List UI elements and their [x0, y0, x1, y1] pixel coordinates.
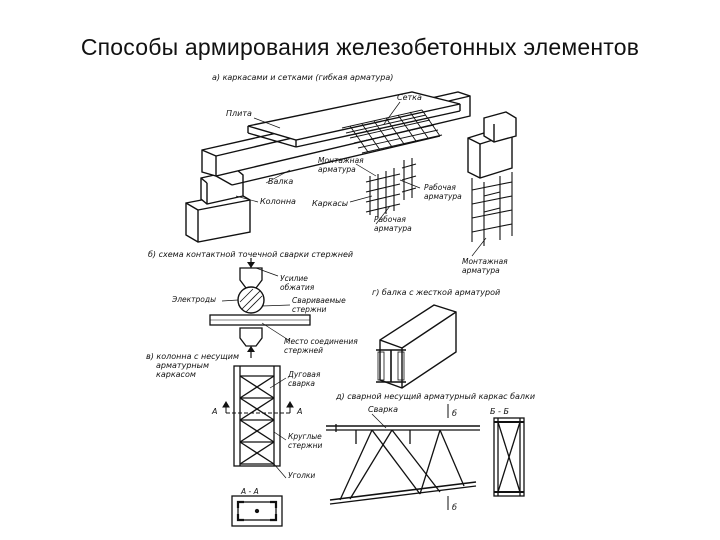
label-section-a-left: А	[211, 407, 217, 416]
beam-cages	[365, 158, 417, 218]
upper-electrode	[239, 258, 263, 289]
panel-b-caption: б) схема контактной точечной сварки стер…	[148, 250, 353, 259]
longitudinal-bar	[209, 314, 311, 326]
label-section-b-b: Б - Б	[490, 407, 509, 416]
label-svarivaemye-1: Свариваемые	[292, 296, 346, 305]
label-elektrody: Электроды	[171, 295, 216, 304]
panel-a-leaders	[235, 101, 487, 257]
slab	[247, 91, 461, 148]
label-montazhnaya-r2: арматура	[462, 266, 500, 275]
section-b-b	[493, 417, 525, 497]
panel-v-leaders	[269, 377, 287, 479]
panel-a-caption: а) каркасами и сетками (гибкая арматура)	[212, 73, 393, 82]
section-arrows	[222, 401, 294, 413]
lower-electrode	[239, 327, 263, 358]
label-mesto-2: стержней	[284, 346, 323, 355]
label-kruglye-1: Круглые	[288, 432, 322, 441]
label-setka: Сетка	[397, 93, 422, 102]
panel-v: в) колонна с несущим арматурным каркасом	[146, 352, 323, 527]
label-usilie-1: Усилие	[280, 274, 308, 283]
label-plita: Плита	[226, 109, 252, 118]
panel-g: г) балка с жесткой арматурой	[372, 288, 500, 389]
label-montazhnaya-r1: Монтажная	[462, 257, 508, 266]
label-dugovaya-2: сварка	[288, 379, 315, 388]
label-section-a-right: А	[296, 407, 302, 416]
label-svarivaemye-2: стержни	[292, 305, 327, 314]
label-svarka: Сварка	[368, 405, 398, 414]
label-mesto-1: Место соединения	[284, 337, 358, 346]
panel-b: б) схема контактной точечной сварки стер…	[148, 250, 358, 358]
label-karkasy: Каркасы	[312, 199, 348, 208]
left-column	[185, 169, 251, 243]
right-column	[467, 111, 517, 179]
label-rabochaya-2a: Рабочая	[374, 215, 406, 224]
label-ugolki: Уголки	[288, 471, 315, 480]
label-kolonna: Колонна	[260, 197, 296, 206]
slide-title: Способы армирования железобетонных элеме…	[80, 34, 640, 60]
label-section-a-a: А - А	[240, 487, 259, 496]
column-cage	[226, 365, 290, 467]
label-balka: Балка	[268, 177, 293, 186]
rigid-i-section	[376, 349, 406, 383]
label-mark-b-bottom: б	[452, 503, 457, 512]
label-mark-b-top: б	[452, 409, 457, 418]
label-montazhnaya-1: Монтажная	[318, 156, 364, 165]
label-rabochaya-2b: арматура	[374, 224, 412, 233]
panel-b-leaders	[221, 267, 291, 342]
rigid-beam	[379, 304, 457, 389]
label-montazhnaya-2: арматура	[318, 165, 356, 174]
label-dugovaya-1: Дуговая	[287, 370, 321, 379]
label-kruglye-2: стержни	[288, 441, 323, 450]
section-a-a	[231, 495, 283, 527]
label-rabochaya-1a: Рабочая	[424, 183, 456, 192]
panel-d-caption: д) сварной несущий арматурный каркас бал…	[335, 392, 535, 401]
welded-bar-circle	[237, 286, 265, 314]
panel-a: а) каркасами и сетками (гибкая арматура)	[185, 73, 517, 275]
panel-d: д) сварной несущий арматурный каркас бал…	[326, 392, 535, 512]
truss-cage	[326, 424, 480, 505]
panel-g-caption: г) балка с жесткой арматурой	[372, 288, 500, 297]
panel-v-caption-1: в) колонна с несущим	[146, 352, 239, 361]
panel-v-caption-2: арматурным	[156, 361, 209, 370]
right-reinforcement-cage	[471, 172, 513, 246]
svarka-leader	[371, 413, 387, 429]
mesh	[341, 109, 443, 154]
label-rabochaya-1b: арматура	[424, 192, 462, 201]
label-usilie-2: обжатия	[280, 283, 315, 292]
panel-v-caption-3: каркасом	[156, 370, 196, 379]
